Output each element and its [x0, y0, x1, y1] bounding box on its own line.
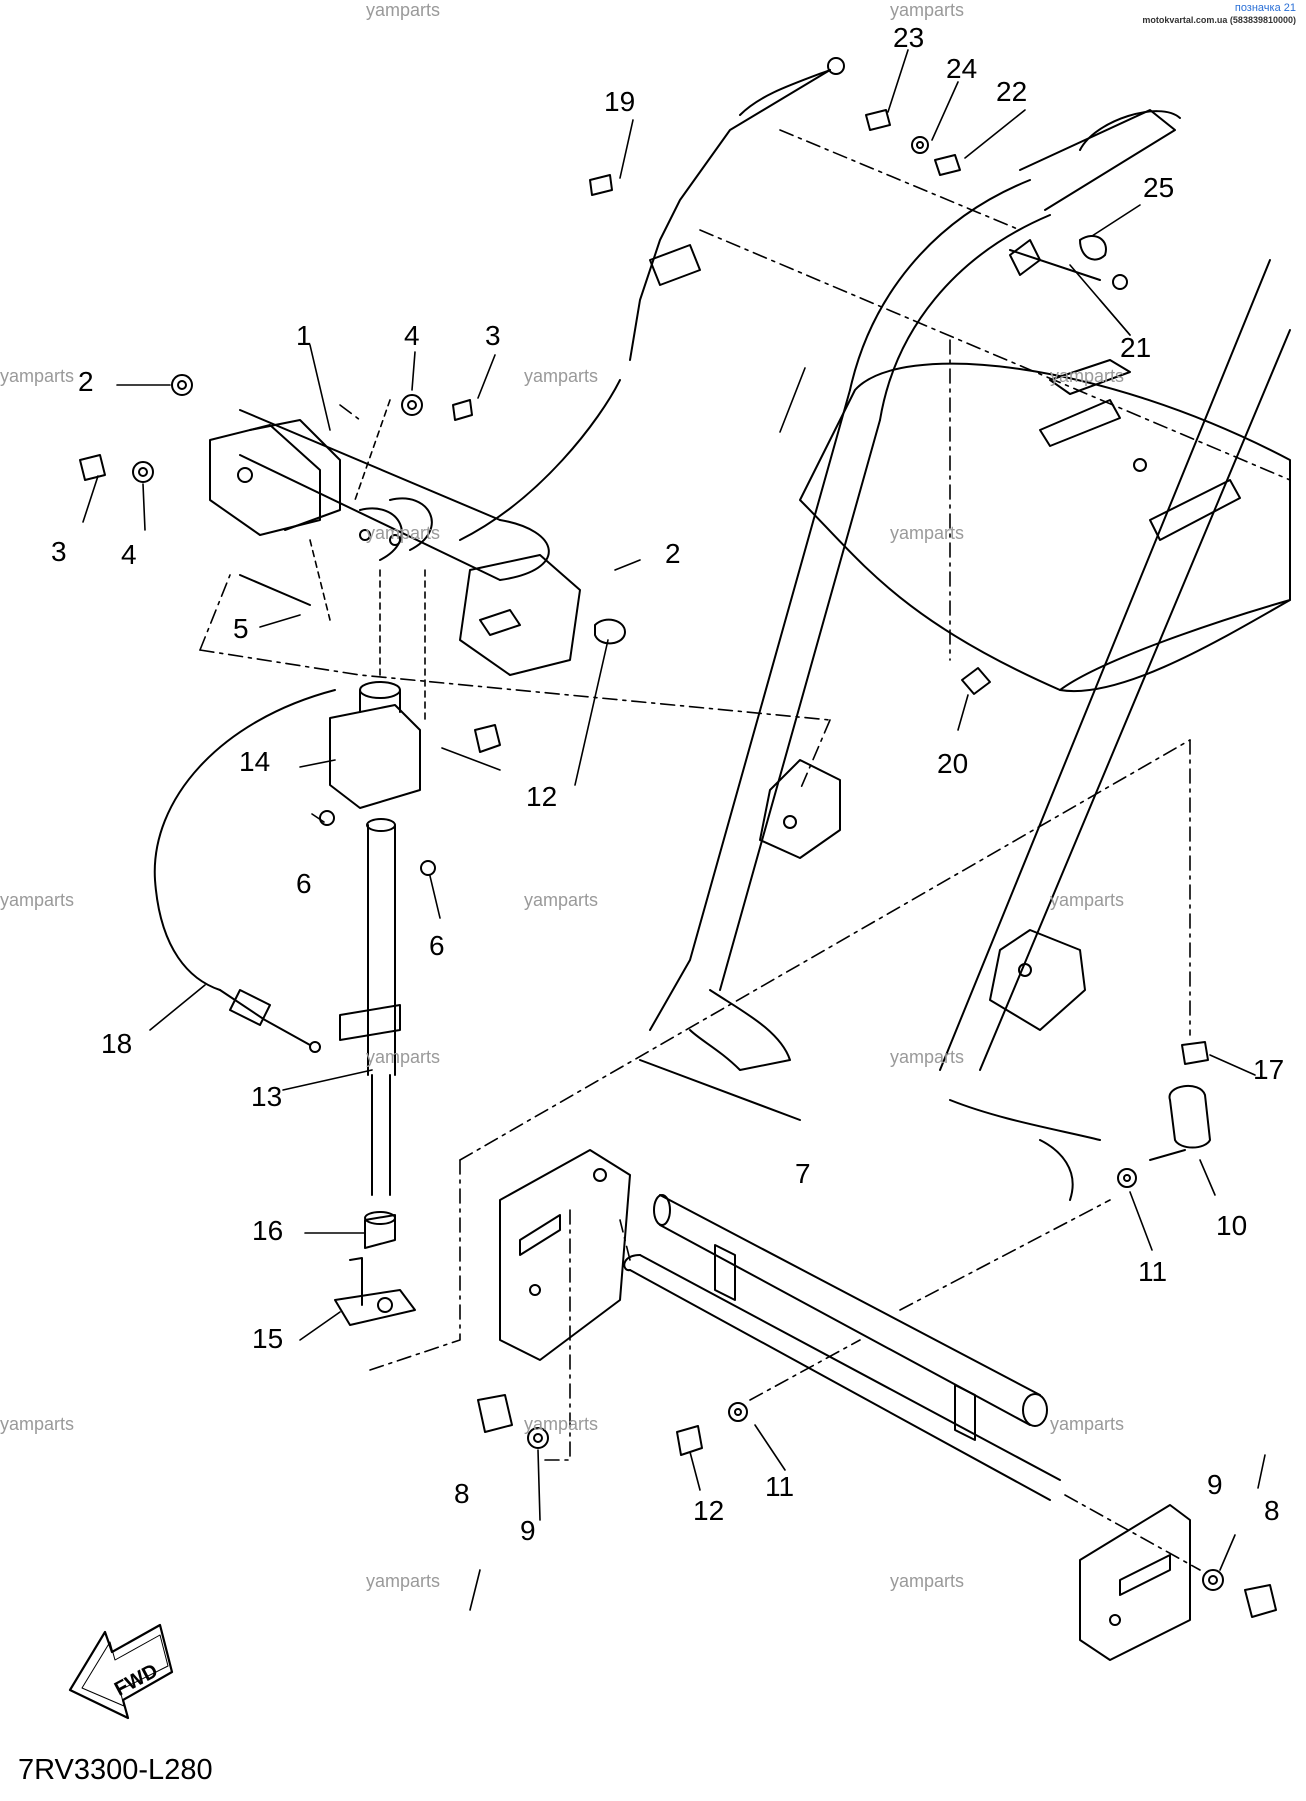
handlebar-frame — [649, 109, 1291, 1071]
part-13-shaft — [339, 818, 401, 1196]
callout-5: 5 — [233, 613, 249, 644]
bracket-assembly — [209, 409, 581, 676]
callout-1: 1 — [296, 320, 312, 351]
lower-frame — [639, 759, 1101, 1201]
watermark: yamparts — [890, 1047, 965, 1067]
watermark: yamparts — [0, 890, 75, 910]
callout-2: 2 — [665, 538, 681, 569]
callout-16: 16 — [252, 1215, 284, 1246]
cable-18 — [153, 689, 336, 1053]
hardware — [79, 109, 1277, 1618]
callout-14: 14 — [239, 746, 271, 777]
callout-10: 10 — [1216, 1210, 1248, 1241]
assembly-lines — [199, 129, 1291, 1571]
callout-12: 12 — [526, 781, 558, 812]
leader-lines — [82, 49, 1266, 1611]
watermark: yamparts — [0, 1414, 75, 1434]
callout-24: 24 — [946, 53, 978, 84]
callout-3: 3 — [51, 536, 67, 567]
callout-25: 25 — [1143, 172, 1175, 203]
watermark: yamparts — [366, 1571, 441, 1591]
watermark: yamparts — [890, 523, 965, 543]
callout-11: 11 — [1138, 1256, 1168, 1287]
lower-plate-right — [1079, 1504, 1191, 1661]
watermark: yamparts — [1050, 1414, 1125, 1434]
fwd-arrow-icon: FWD — [68, 1623, 174, 1720]
callout-20: 20 — [937, 748, 969, 779]
callout-23: 23 — [893, 22, 925, 53]
callout-21: 21 — [1120, 332, 1152, 363]
watermark: yamparts — [0, 366, 75, 386]
callout-18: 18 — [101, 1028, 133, 1059]
callout-3: 3 — [485, 320, 501, 351]
part-15-plate — [334, 1257, 416, 1326]
callout-4: 4 — [121, 539, 137, 570]
drawing-code: 7RV3300-L280 — [18, 1754, 213, 1786]
part-16-bushing — [364, 1211, 396, 1249]
callout-9: 9 — [1207, 1469, 1223, 1500]
callout-19: 19 — [604, 86, 636, 117]
fwd-label: FWD — [111, 1660, 162, 1701]
watermark: yamparts — [890, 0, 965, 20]
callout-8: 8 — [1264, 1495, 1280, 1526]
watermark: yamparts — [366, 1047, 441, 1067]
header-site: motokvartal.com.ua (583839810000) — [1142, 15, 1296, 25]
watermark: yamparts — [524, 1414, 599, 1434]
callout-7: 7 — [795, 1158, 811, 1189]
part-7-pivot-shaft — [623, 1194, 1061, 1501]
watermark: yamparts — [524, 366, 599, 386]
callout-4: 4 — [404, 320, 420, 351]
throttle-cable-upper — [459, 57, 845, 541]
handlebar-pad — [799, 359, 1291, 693]
callout-13: 13 — [251, 1081, 283, 1112]
callout-12: 12 — [693, 1495, 725, 1526]
watermark: yamparts — [1050, 366, 1125, 386]
callout-9: 9 — [520, 1515, 536, 1546]
part-14-block — [329, 681, 421, 809]
watermark: yamparts — [1050, 890, 1125, 910]
callout-15: 15 — [252, 1323, 284, 1354]
callout-2: 2 — [78, 366, 94, 397]
watermark: yamparts — [524, 890, 599, 910]
watermark: yamparts — [366, 523, 441, 543]
callout-6: 6 — [296, 868, 312, 899]
watermark: yamparts — [366, 0, 441, 20]
callout-22: 22 — [996, 76, 1028, 107]
lower-plate-left — [499, 1149, 631, 1361]
callout-6: 6 — [429, 930, 445, 961]
callout-17: 17 — [1253, 1054, 1285, 1085]
dashed-lines — [309, 399, 426, 721]
callout-11: 11 — [765, 1471, 795, 1502]
callout-8: 8 — [454, 1478, 470, 1509]
watermark: yamparts — [890, 1571, 965, 1591]
header-title[interactable]: позначка 21 — [1234, 2, 1296, 14]
